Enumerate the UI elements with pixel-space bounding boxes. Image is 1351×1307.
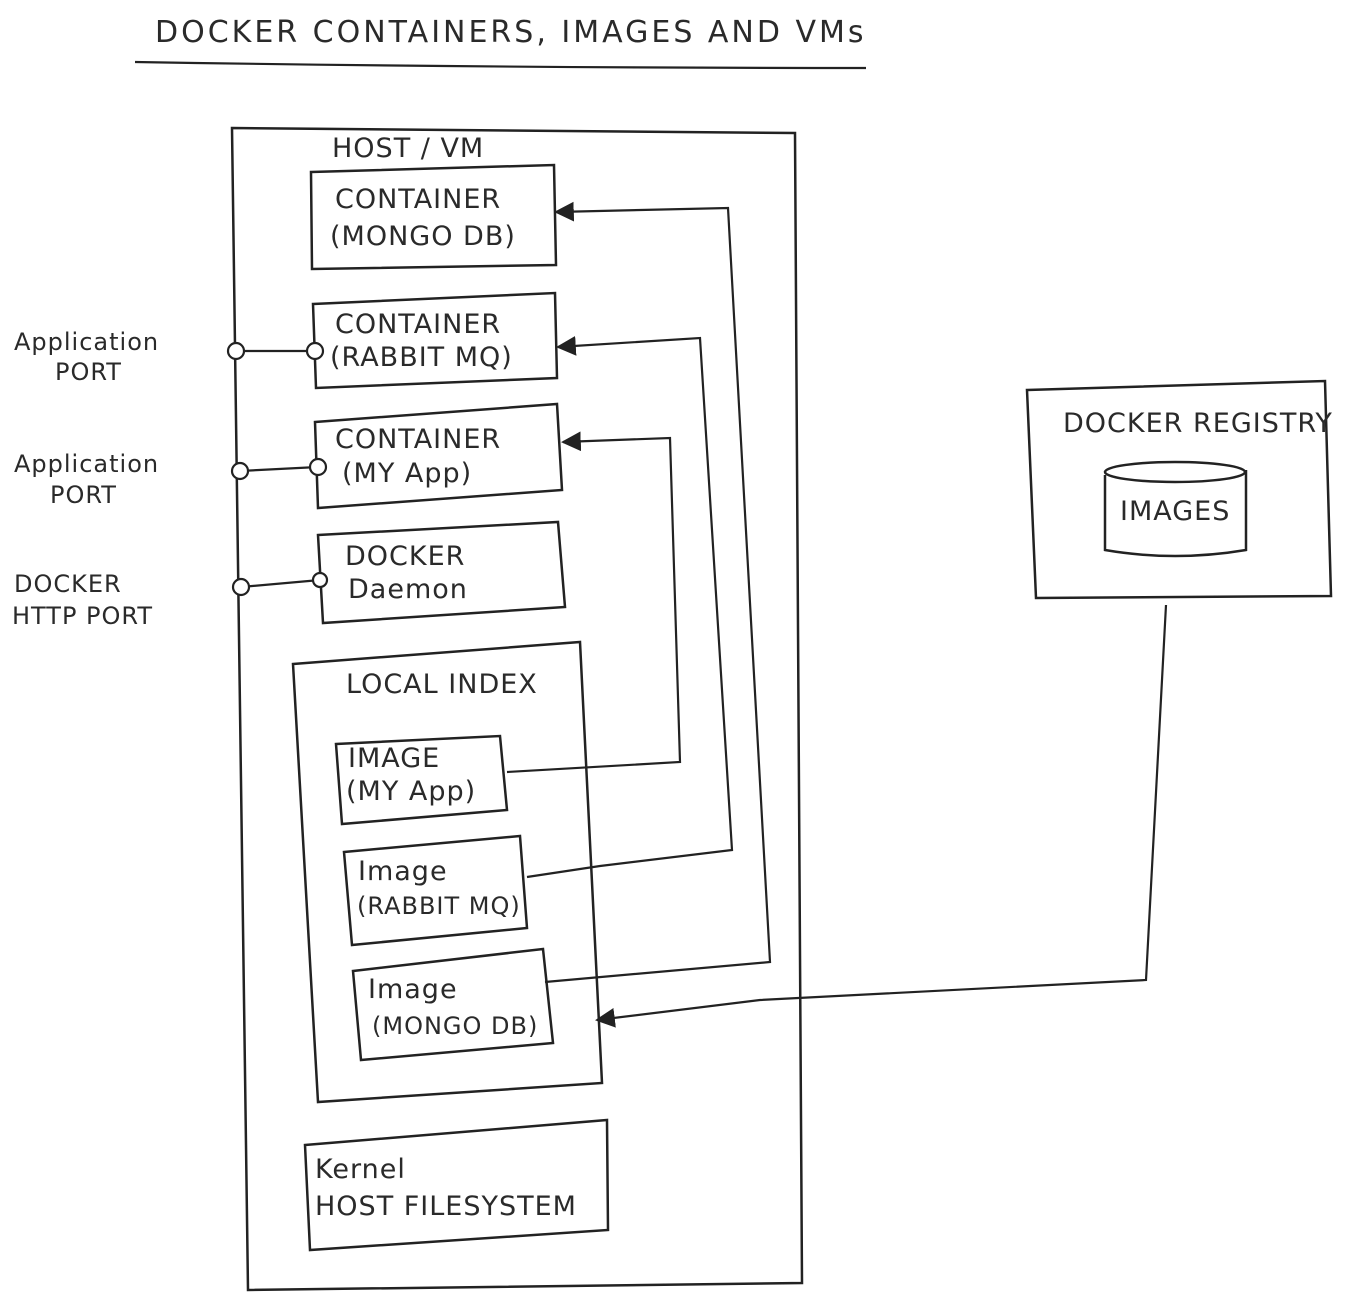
local-index-box [291,640,604,1104]
image-myapp-line2: (MY App) [346,776,476,807]
registry-images-label: IMAGES [1120,496,1230,527]
host-port-1-icon [226,341,246,361]
kernel: Kernel HOST FILESYSTEM [303,1118,610,1252]
image-mongodb-line2: (MONGO DB) [372,1012,538,1040]
container-mongodb: CONTAINER (MONGO DB) [309,163,558,271]
container-port-2-icon [308,457,328,477]
image-myapp-line1: IMAGE [348,743,440,774]
image-myapp: IMAGE (MY App) [334,734,509,826]
arrow-image-rabbitmq-to-container [526,335,734,879]
host-port-2-icon [230,461,250,481]
port-label-3-line2: HTTP PORT [12,602,153,630]
kernel-line1: Kernel [315,1154,406,1185]
port-wire-3 [240,578,321,589]
arrow-image-myapp-to-container [506,431,682,774]
host-port-3-icon [231,577,251,597]
port-label-3-line1: DOCKER [14,570,122,598]
cylinder-top [1103,460,1247,484]
image-myapp-box [334,734,509,826]
image-store-cylinder-icon [1103,460,1248,558]
image-rabbitmq: Image (RABBIT MQ) [342,834,529,947]
arrow-registry-to-local-index [595,604,1168,1028]
diagram-title: DOCKER CONTAINERS, IMAGES AND VMs [155,15,867,50]
port-label-2-line2: PORT [50,481,117,509]
docker-daemon-line1: DOCKER [345,541,465,572]
image-mongodb: Image (MONGO DB) [351,947,555,1062]
docker-daemon-line2: Daemon [348,574,468,605]
container-rabbitmq: CONTAINER (RABBIT MQ) [311,291,559,390]
image-rabbitmq-line2: (RABBIT MQ) [357,892,521,920]
image-mongodb-line1: Image [368,974,458,1005]
port-wire-2 [239,465,319,473]
cylinder-body [1103,470,1248,558]
container-mongodb-line1: CONTAINER [335,184,501,215]
local-index-label: LOCAL INDEX [346,669,538,700]
local-index: LOCAL INDEX IMAGE (MY App) Image (RABBIT… [291,640,604,1104]
container-myapp-box [313,402,564,510]
docker-daemon: DOCKER Daemon [316,520,567,625]
daemon-port-icon [311,571,329,589]
container-rabbitmq-line1: CONTAINER [335,309,501,340]
port-connector-1 [226,341,325,361]
docker-registry-label: DOCKER REGISTRY [1063,408,1333,439]
container-mongodb-line2: (MONGO DB) [330,221,516,252]
container-rabbitmq-line2: (RABBIT MQ) [330,342,513,373]
image-rabbitmq-box [342,834,529,947]
port-label-2-line1: Application [14,450,159,478]
port-connector-3 [231,571,329,597]
container-rabbitmq-box [311,291,559,390]
port-label-1-line1: Application [14,328,159,356]
container-port-1-icon [305,341,325,361]
container-myapp-line2: (MY App) [342,458,472,489]
docker-registry: DOCKER REGISTRY IMAGES [1025,379,1333,600]
host-vm-box [230,126,804,1292]
image-mongodb-box [351,947,555,1062]
image-rabbitmq-line1: Image [358,856,448,887]
container-myapp: CONTAINER (MY App) [313,402,564,510]
arrow-image-mongodb-to-container [544,201,772,984]
port-label-1-line2: PORT [55,358,122,386]
kernel-line2: HOST FILESYSTEM [315,1191,577,1222]
container-myapp-line1: CONTAINER [335,424,501,455]
docker-registry-box [1025,379,1333,600]
docker-daemon-box [316,520,567,625]
kernel-box [303,1118,610,1252]
host-vm-label: HOST / VM [332,133,484,164]
title-underline [134,60,867,70]
port-connector-2 [230,457,328,481]
container-mongodb-box [309,163,558,271]
